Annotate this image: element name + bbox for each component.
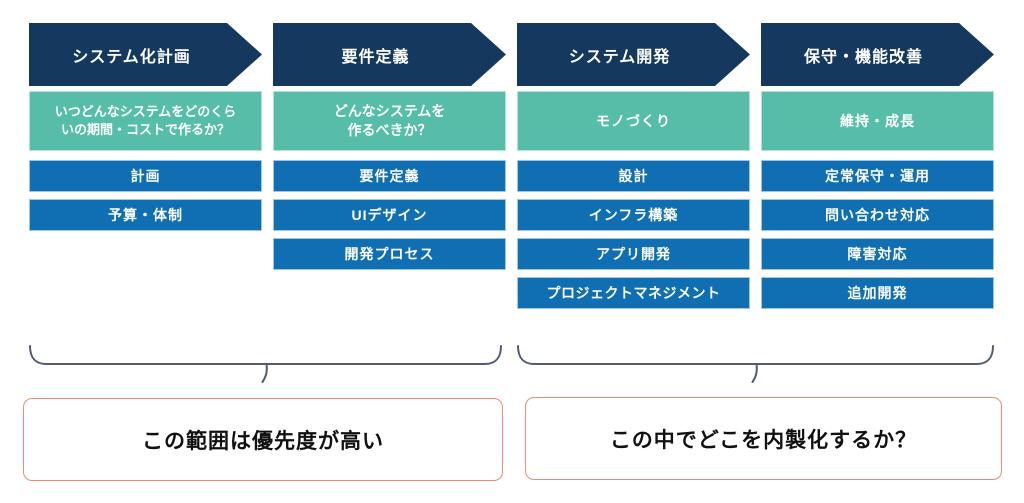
phase-arrow-requirements: 要件定義: [273, 23, 506, 86]
phase-question-box: 維持・成長: [761, 91, 994, 151]
phase-column-requirements: 要件定義 どんなシステムを 作るべきか？ 要件定義 UIデザイン 開発プロセス: [273, 23, 506, 270]
task-item: アプリ開発: [517, 238, 750, 270]
question-line: 作るべきか？: [347, 122, 432, 138]
task-item: 設計: [517, 160, 750, 192]
right-brace: [517, 345, 994, 383]
task-item: 要件定義: [273, 160, 506, 192]
phase-arrow-label: システム開発: [568, 48, 671, 66]
task-item: 定常保守・運用: [761, 160, 994, 192]
phase-arrow-maintenance: 保守・機能改善: [761, 23, 994, 86]
priority-callout-label: この範囲は優先度が高い: [142, 429, 384, 453]
phase-question-box: どんなシステムを 作るべきか？: [273, 91, 506, 151]
question-line: モノづくり: [596, 112, 671, 129]
phase-arrow-development: システム開発: [517, 23, 750, 86]
task-item: 予算・体制: [29, 199, 262, 231]
phase-arrow-label: システム化計画: [72, 48, 191, 66]
phase-column-development: システム開発 モノづくり 設計 インフラ構築 アプリ開発 プロジェクトマネジメン…: [517, 23, 750, 309]
phase-question-box: いつどんなシステムをどのくら いの期間・コストで作るか？: [29, 91, 262, 151]
phase-arrow-label: 保守・機能改善: [803, 48, 923, 66]
phase-arrow-planning: システム化計画: [29, 23, 262, 86]
task-item: プロジェクトマネジメント: [517, 277, 750, 309]
phase-question-box: モノづくり: [517, 91, 750, 151]
phase-column-planning: システム化計画 いつどんなシステムをどのくら いの期間・コストで作るか？ 計画 …: [29, 23, 262, 231]
phase-column-maintenance: 保守・機能改善 維持・成長 定常保守・運用 問い合わせ対応 障害対応 追加開発: [761, 23, 994, 309]
phase-arrow-label: 要件定義: [341, 48, 410, 66]
question-line: 維持・成長: [840, 112, 915, 129]
task-item: 問い合わせ対応: [761, 199, 994, 231]
question-line: いの期間・コストで作るか？: [60, 122, 230, 137]
task-item: インフラ構築: [517, 199, 750, 231]
insourcing-callout-label: この中でどこを内製化するか？: [609, 428, 918, 452]
task-item: UIデザイン: [273, 199, 506, 231]
question-line: いつどんなシステムをどのくら: [54, 104, 237, 120]
question-line: どんなシステムを: [333, 103, 446, 120]
task-item: 開発プロセス: [273, 238, 506, 270]
task-item: 障害対応: [761, 238, 994, 270]
task-item: 計画: [29, 160, 262, 192]
insourcing-callout: この中でどこを内製化するか？: [525, 397, 1002, 480]
left-brace: [29, 345, 502, 383]
priority-callout: この範囲は優先度が高い: [23, 398, 503, 481]
task-item: 追加開発: [761, 277, 994, 309]
